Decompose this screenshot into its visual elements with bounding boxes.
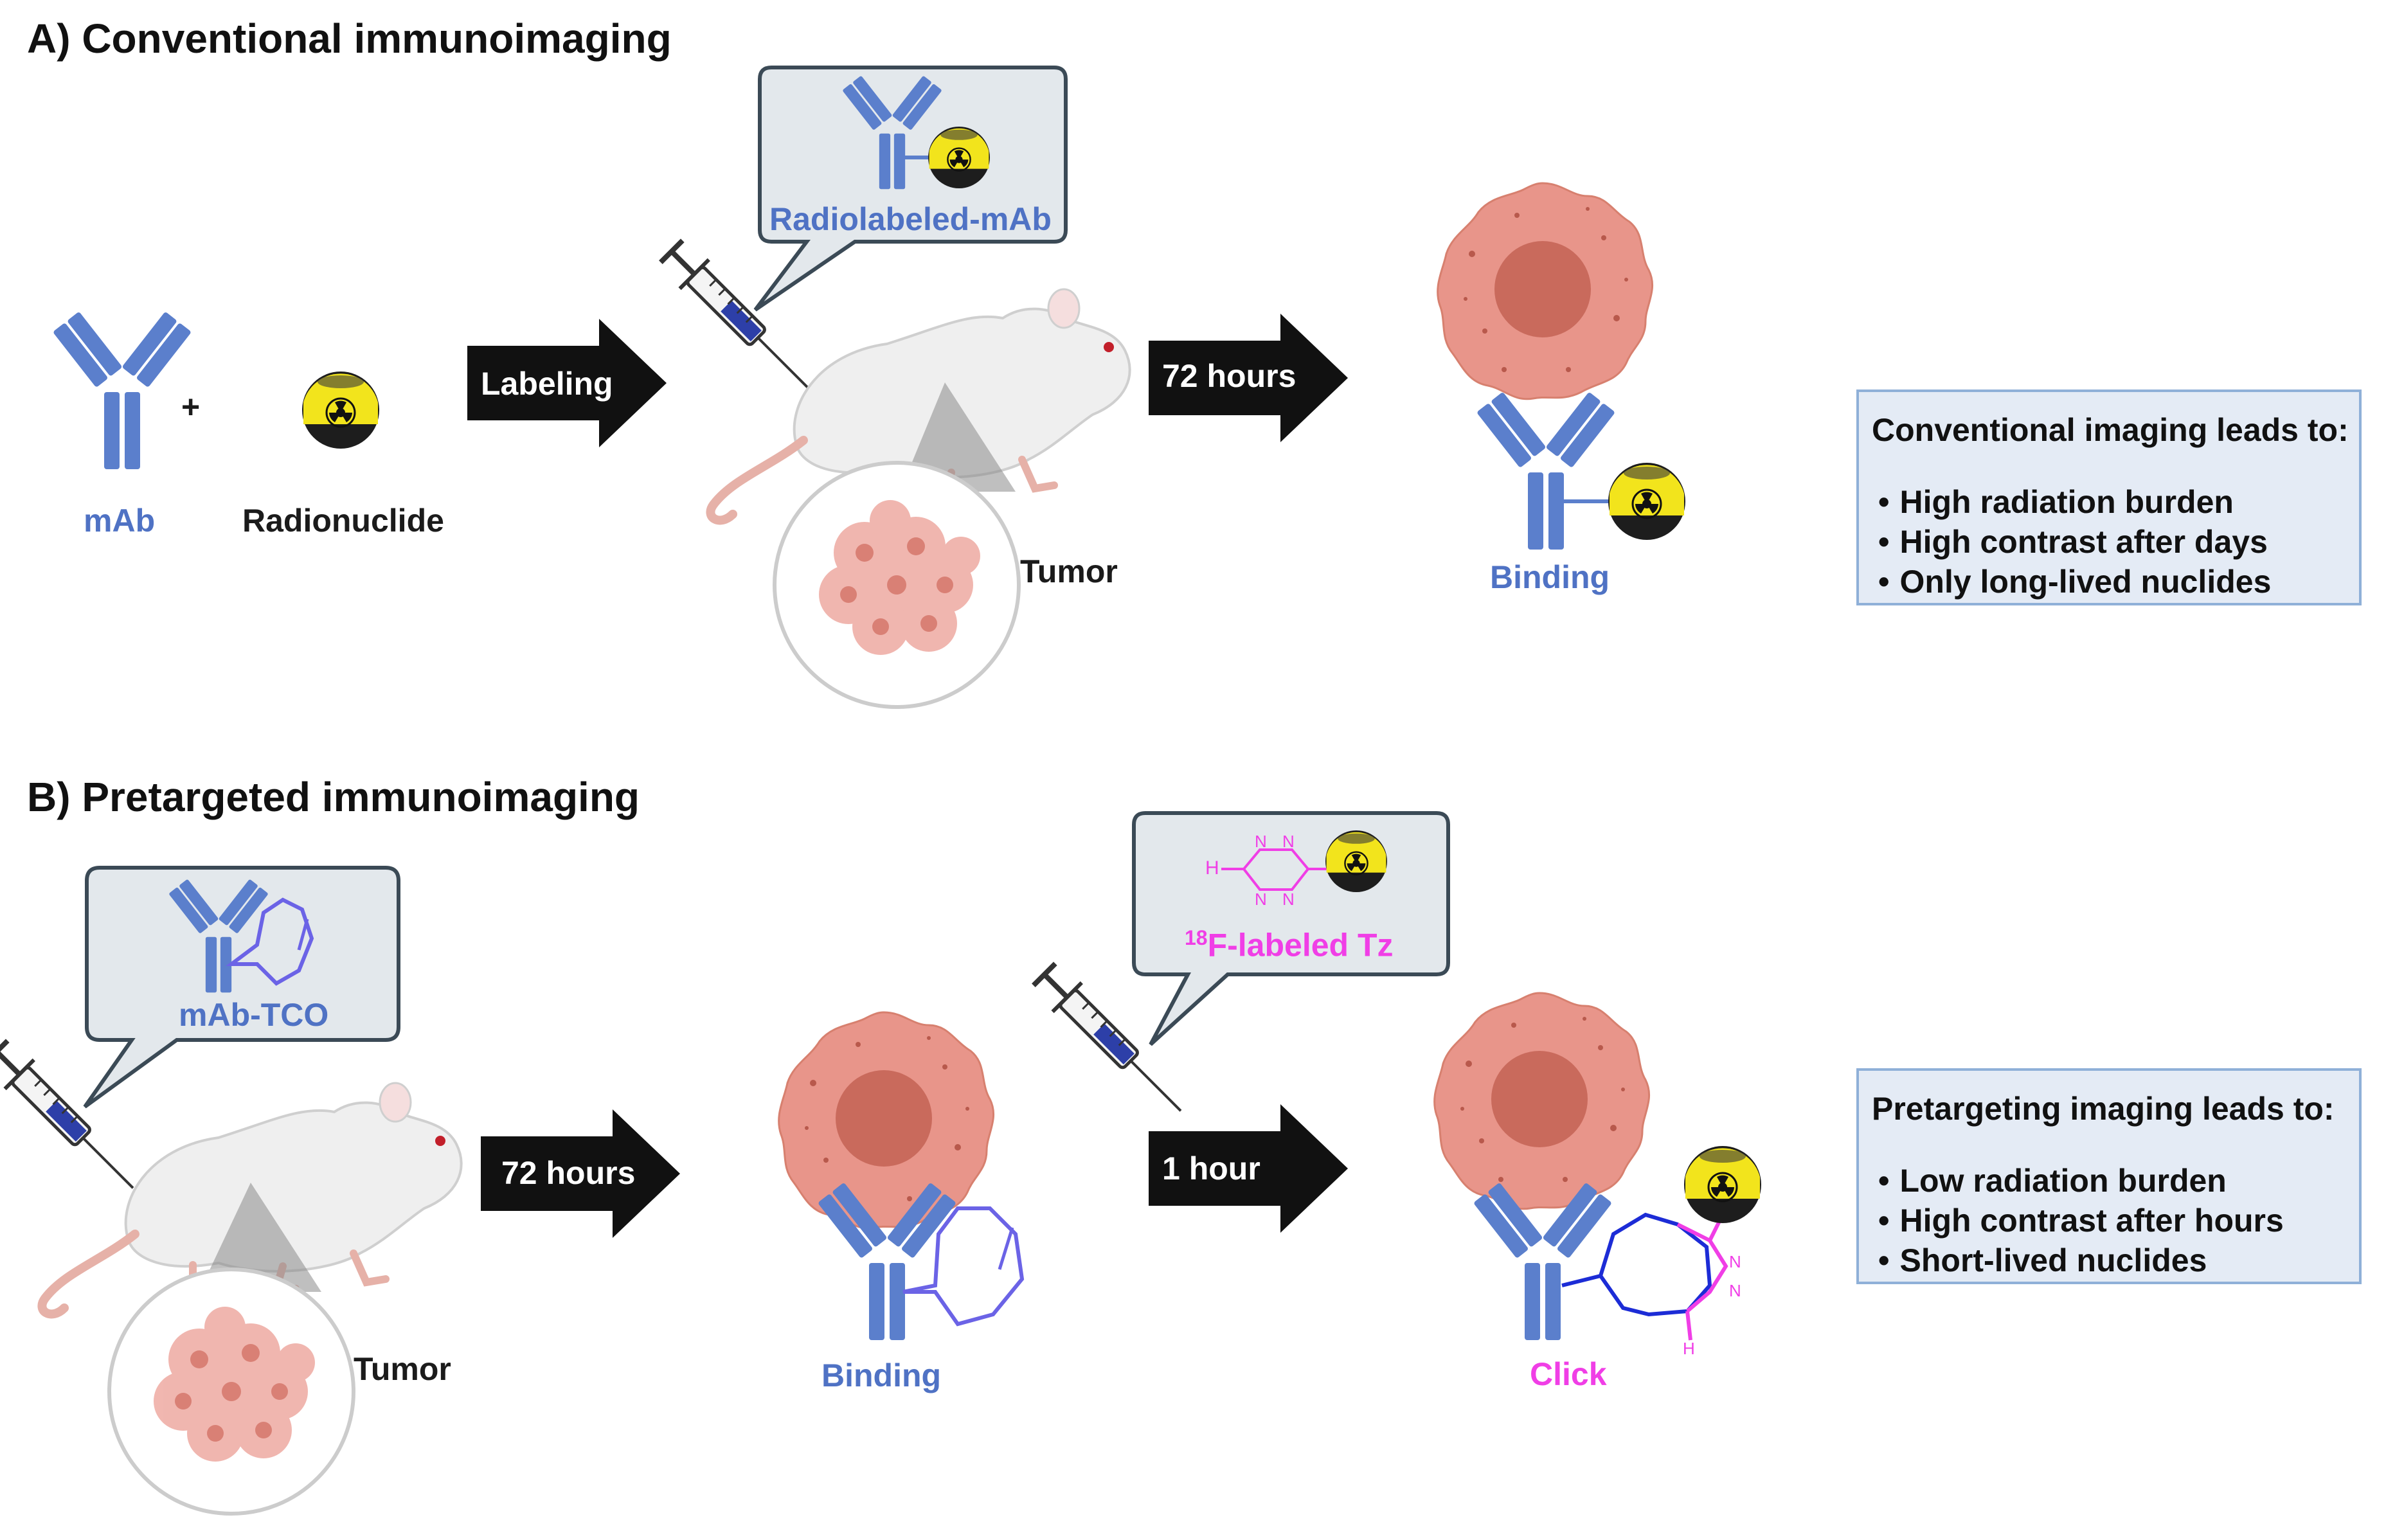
summary-item: High contrast after days: [1878, 522, 2271, 562]
zoom-cone: [199, 1183, 321, 1292]
conventional-summary-box: Conventional imaging leads to: High radi…: [1856, 389, 2362, 605]
panel-a: [52, 66, 1687, 707]
syringe-icon: [1030, 960, 1195, 1125]
tumor-label: Tumor: [354, 1351, 451, 1387]
1-hour-arrow-label: 1 hour: [1162, 1151, 1260, 1186]
panel-a-title: A) Conventional immunoimaging: [27, 15, 672, 62]
summary-item: Only long-lived nuclides: [1878, 562, 2272, 602]
tz-n-atom: N: [1282, 832, 1295, 851]
binding-label: Binding: [821, 1357, 942, 1393]
summary-list: Low radiation burden High contrast after…: [1878, 1161, 2284, 1280]
click-n-atom: N: [1729, 1281, 1741, 1300]
zoom-cone: [900, 382, 1016, 492]
radionuclide-icon: [1324, 829, 1388, 893]
mab-tco-callout: [83, 866, 400, 1109]
panel-b-title: B) Pretargeted immunoimaging: [27, 774, 640, 820]
tumor-cell-icon: [778, 1011, 995, 1230]
labeling-arrow-label: Labeling: [481, 366, 613, 402]
panel-b: [0, 811, 1763, 1514]
click-label: Click: [1530, 1356, 1607, 1392]
tumor-zoom-icon: [775, 463, 1019, 707]
radiolabeled-mab-label: Radiolabeled-mAb: [769, 201, 1052, 237]
tz-n-atom: N: [1255, 890, 1267, 909]
tz-label-text: F-labeled Tz: [1207, 927, 1394, 963]
binding-label: Binding: [1490, 559, 1610, 595]
antibody-icon: [52, 311, 192, 469]
radionuclide-icon: [301, 370, 381, 450]
summary-item: High radiation burden: [1878, 482, 2271, 522]
summary-item: Short-lived nuclides: [1878, 1240, 2284, 1280]
click-product-icon: [1561, 1207, 1728, 1341]
tz-isotope-mass: 18: [1185, 926, 1208, 949]
summary-item: High contrast after hours: [1878, 1201, 2284, 1240]
summary-item: Low radiation burden: [1878, 1161, 2284, 1201]
tumor-label: Tumor: [1020, 553, 1118, 589]
tz-h-atom: H: [1205, 857, 1219, 879]
radionuclide-icon: [1683, 1145, 1763, 1224]
click-h-atom: H: [1683, 1339, 1695, 1358]
tz-n-atom: N: [1255, 832, 1267, 851]
72-hours-arrow-label: 72 hours: [501, 1155, 636, 1191]
plus-sign: +: [181, 389, 201, 425]
mab-tco-label: mAb-TCO: [179, 997, 329, 1033]
radionuclide-label: Radionuclide: [242, 503, 444, 539]
summary-heading: Pretargeting imaging leads to:: [1872, 1091, 2335, 1127]
pretargeting-summary-box: Pretargeting imaging leads to: Low radia…: [1856, 1068, 2362, 1284]
mab-label: mAb: [84, 503, 156, 539]
radiolabeled-mab-callout: [753, 66, 1068, 312]
tumor-zoom-icon: [109, 1269, 354, 1514]
antibody-icon: [1476, 391, 1616, 550]
click-n-atom: N: [1729, 1252, 1741, 1271]
tz-callout: [1132, 811, 1450, 1046]
tco-ring-icon: [902, 1206, 1025, 1327]
tumor-cell-icon: [1433, 992, 1651, 1210]
radionuclide-icon: [1607, 461, 1687, 541]
radionuclide-icon: [927, 125, 991, 190]
summary-heading: Conventional imaging leads to:: [1872, 412, 2349, 448]
tz-label: 18F-labeled Tz: [1185, 927, 1394, 962]
72-hours-arrow-label: 72 hours: [1162, 358, 1296, 394]
summary-list: High radiation burden High contrast afte…: [1878, 482, 2272, 602]
tumor-cell-icon: [1437, 182, 1654, 400]
tz-n-atom: N: [1282, 890, 1295, 909]
